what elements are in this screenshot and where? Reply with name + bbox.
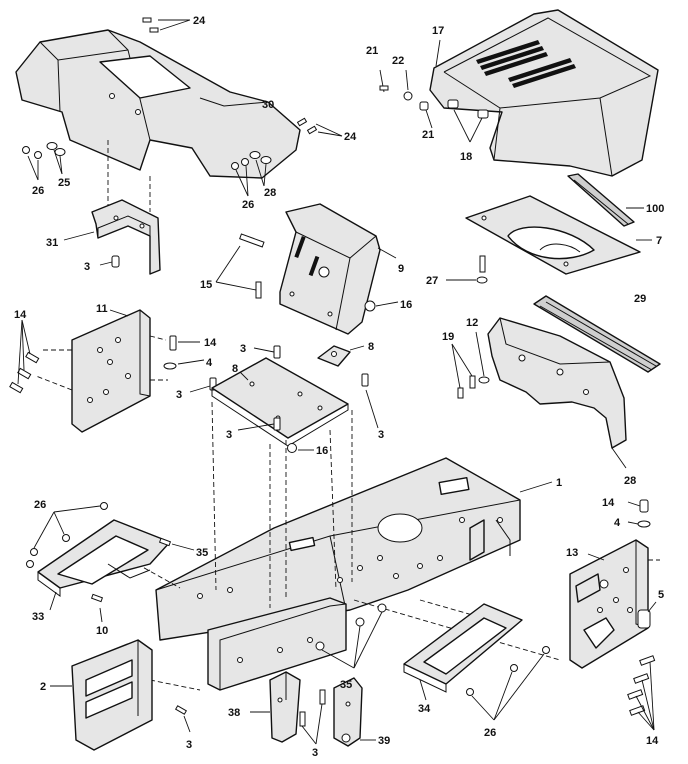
part-30-rear-fender — [15, 29, 301, 179]
callout-2: 2 — [40, 681, 46, 693]
hood-grille-vents — [476, 40, 576, 88]
bolts-14-right — [627, 655, 656, 731]
callout-26-footrest-right: 26 — [484, 727, 496, 739]
callout-14-left: 14 — [14, 309, 27, 321]
part-1-lower-rail — [207, 597, 347, 691]
callout-13: 13 — [566, 547, 578, 559]
part-13-right-panel — [569, 539, 660, 669]
callout-35-bottom: 35 — [340, 679, 352, 691]
callout-26-footrest-left: 26 — [34, 499, 46, 511]
screw-3f — [174, 705, 191, 733]
callout-22: 22 — [392, 55, 404, 67]
hood-hardware-21-22-18 — [379, 39, 489, 143]
callout-3-bottom: 3 — [312, 747, 318, 759]
callout-3-plate-right: 3 — [378, 429, 384, 441]
callout-34: 34 — [418, 703, 431, 715]
callout-21-top: 21 — [366, 45, 378, 57]
callout-14-right-top: 14 — [602, 497, 615, 509]
callout-19: 19 — [442, 331, 454, 343]
part-9-upper-plate — [279, 203, 397, 335]
part-29-grille — [533, 295, 661, 373]
hardware-24-right — [296, 117, 343, 137]
callout-16-upper: 16 — [400, 299, 412, 311]
callout-27: 27 — [426, 275, 438, 287]
callout-17: 17 — [432, 25, 444, 37]
part-33-left-footrest — [37, 519, 171, 611]
callout-14-center: 14 — [204, 337, 217, 349]
callout-1: 1 — [556, 477, 562, 489]
part-39-bracket — [333, 677, 376, 747]
callout-30: 30 — [262, 99, 274, 111]
hardware-26-footrest-right — [466, 646, 550, 721]
callout-21-bottom: 21 — [422, 129, 434, 141]
part-100-strip — [567, 173, 644, 227]
part-31-bracket — [63, 199, 161, 275]
bolts-15 — [215, 233, 265, 299]
bracket-8 — [317, 345, 365, 367]
callout-8-bracket: 8 — [368, 341, 374, 353]
part-1-main-frame — [155, 457, 553, 641]
callout-11: 11 — [96, 303, 108, 315]
nut-16a — [364, 300, 399, 312]
callout-25: 25 — [58, 177, 70, 189]
callout-16-lower: 16 — [316, 445, 328, 457]
callout-3-plate-bottom: 3 — [226, 429, 232, 441]
callout-39: 39 — [378, 735, 390, 747]
callout-38: 38 — [228, 707, 240, 719]
hardware-26-footrest-left — [26, 502, 108, 568]
callout-4-right: 4 — [614, 517, 621, 529]
hardware-27 — [446, 255, 488, 284]
callout-4-left: 4 — [206, 357, 213, 369]
callout-15: 15 — [200, 279, 212, 291]
callout-9: 9 — [398, 263, 404, 275]
screws-3cde — [237, 345, 379, 431]
callout-12: 12 — [466, 317, 478, 329]
part-2-rear-plate — [50, 639, 153, 751]
hardware-14-4-3-left — [163, 335, 217, 393]
callout-8-plate: 8 — [232, 363, 238, 375]
hardware-35-bottom — [315, 603, 387, 669]
callout-3-bracket: 3 — [84, 261, 90, 273]
hardware-24-top — [142, 17, 191, 33]
part-28-dash-console — [487, 317, 627, 469]
nut-16b — [287, 443, 314, 453]
callout-3-plate-top: 3 — [240, 343, 246, 355]
callout-24-right: 24 — [344, 131, 357, 143]
callout-5: 5 — [658, 589, 664, 601]
callout-28-middle: 28 — [264, 187, 276, 199]
callout-14-right-bottom: 14 — [646, 735, 659, 747]
callout-100: 100 — [646, 203, 664, 215]
part-11-left-panel — [35, 309, 168, 433]
callout-10: 10 — [96, 625, 108, 637]
callout-3-rear: 3 — [186, 739, 192, 751]
hardware-35-10-left — [90, 537, 195, 623]
screw-3a — [99, 255, 120, 268]
callout-18: 18 — [460, 151, 472, 163]
hardware-26-25-left — [22, 142, 66, 181]
callout-7: 7 — [656, 235, 662, 247]
callout-29: 29 — [634, 293, 646, 305]
callout-35-left: 35 — [196, 547, 208, 559]
bolts-14-left — [9, 319, 40, 394]
part-7-panel — [465, 195, 652, 275]
screws-3g — [299, 689, 326, 745]
callout-24-top: 24 — [193, 15, 206, 27]
part-34-right-footrest — [403, 603, 523, 701]
hardware-14-4-5-right — [627, 499, 657, 629]
callout-33: 33 — [32, 611, 44, 623]
callout-31: 31 — [46, 237, 58, 249]
callout-labels: 24 30 24 26 25 26 28 31 3 15 9 16 11 14 … — [14, 15, 664, 759]
callout-28-console: 28 — [624, 475, 636, 487]
callout-26-left: 26 — [32, 185, 44, 197]
part-17-hood — [429, 9, 659, 177]
callout-3-left: 3 — [176, 389, 182, 401]
hardware-19-12 — [451, 331, 490, 399]
hardware-26-28-middle — [231, 151, 272, 197]
callout-26-middle: 26 — [242, 199, 254, 211]
part-38-bracket — [250, 671, 301, 743]
